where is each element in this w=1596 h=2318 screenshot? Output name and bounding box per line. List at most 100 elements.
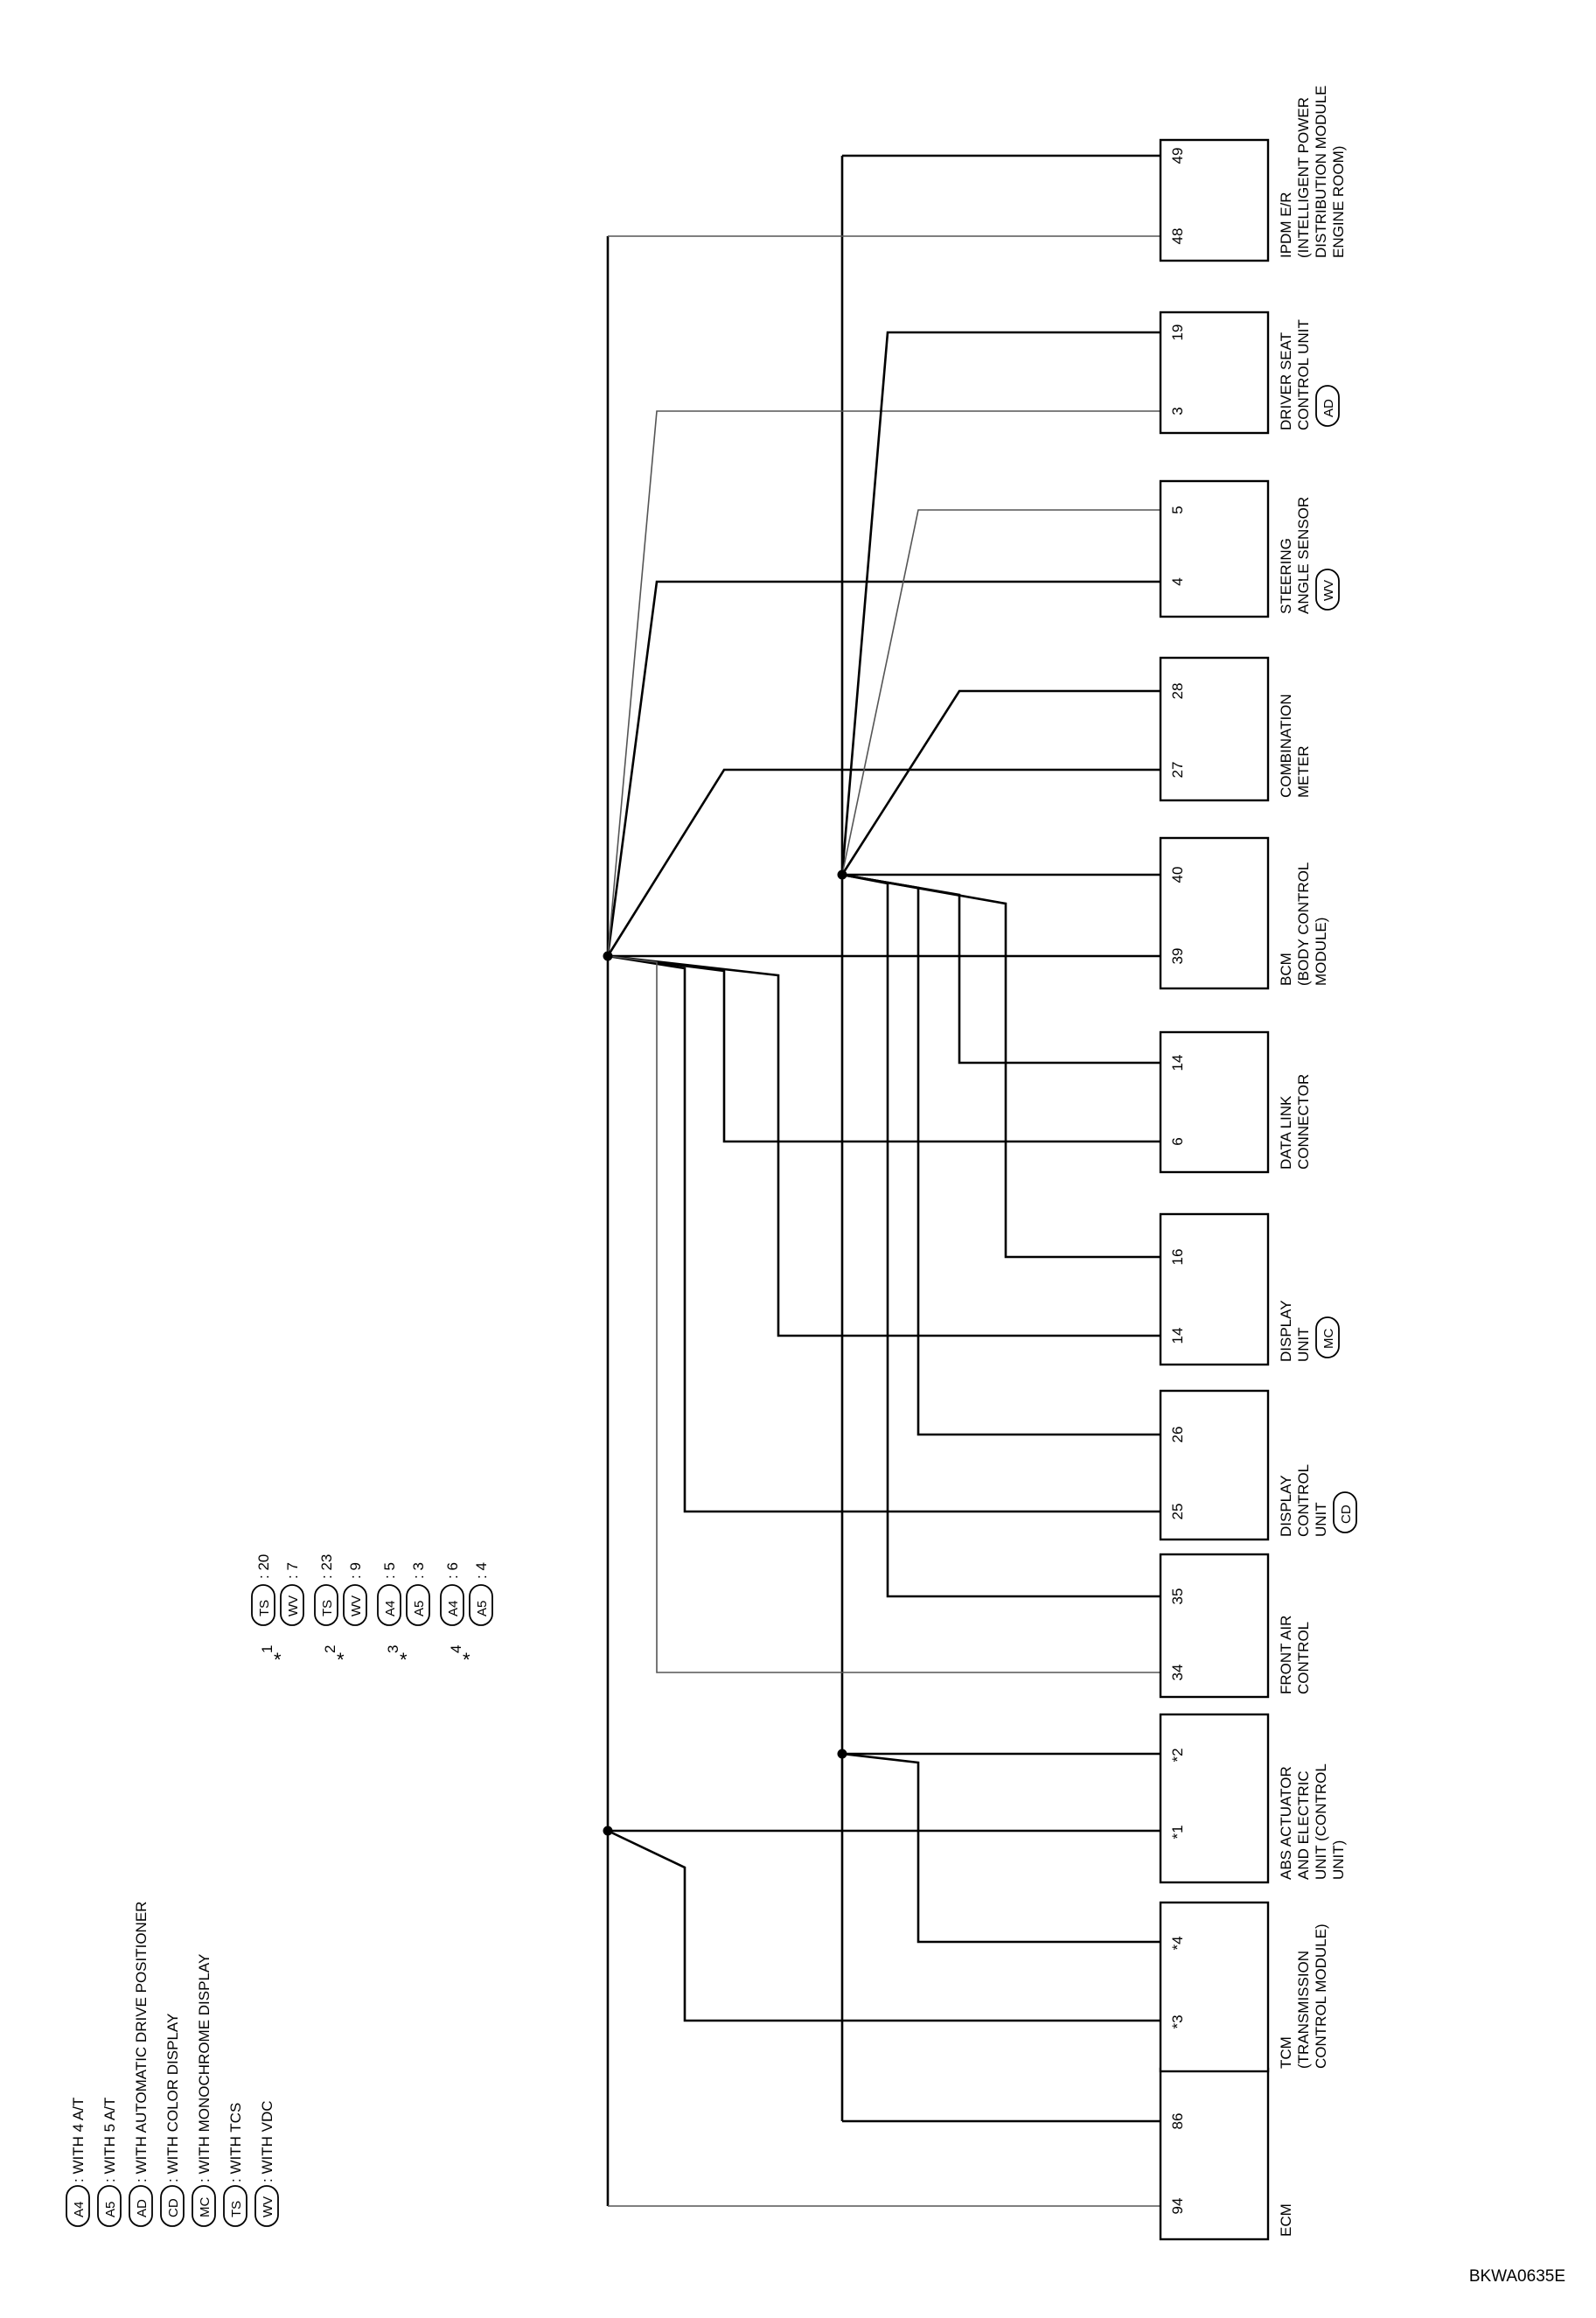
pill-code: MC xyxy=(1321,1329,1336,1349)
pill-code: A5 xyxy=(103,2202,118,2217)
legend-row-ad: : WITH AUTOMATIC DRIVE POSITIONER xyxy=(133,1902,150,2182)
note-value: : 3 xyxy=(410,1562,427,1579)
module-box xyxy=(1159,656,1270,802)
pill-code: A5 xyxy=(412,1601,427,1616)
pill-outline xyxy=(406,1584,430,1626)
note-3: *3: 5: 3 xyxy=(381,1562,427,1671)
module-box xyxy=(1159,1389,1270,1541)
pill-code: WV xyxy=(1321,580,1336,601)
module-label-line: UNIT (CONTROL xyxy=(1313,1763,1329,1880)
pill-code: WV xyxy=(261,2196,275,2217)
pin-label: 25 xyxy=(1169,1504,1186,1520)
legend-text: : WITH COLOR DISPLAY xyxy=(164,2014,181,2182)
module-label-line: ENGINE ROOM) xyxy=(1330,146,1347,258)
pin-label: 5 xyxy=(1169,506,1186,513)
wire-combination-meter-27 xyxy=(606,768,1160,957)
pill-code: CD xyxy=(1339,1505,1354,1524)
wire-display-unit-14 xyxy=(607,954,1160,1337)
pin-label: 26 xyxy=(1169,1427,1186,1443)
pin-label: 28 xyxy=(1169,683,1186,700)
note-number: 4 xyxy=(448,1645,464,1653)
legend-wv-icon: WV xyxy=(254,2185,279,2227)
wire-tcm-3 xyxy=(607,1829,1160,2022)
module-box xyxy=(1159,311,1270,435)
pin-label: 3 xyxy=(1169,407,1186,415)
note-number: 1 xyxy=(259,1645,275,1653)
module-label-line: DATA LINK xyxy=(1278,1095,1294,1169)
legend-a4-icon: A4 xyxy=(66,2185,90,2227)
note-a5-icon: A5 xyxy=(406,1584,430,1626)
module-box xyxy=(1159,1553,1270,1699)
pill-code: A4 xyxy=(446,1601,461,1616)
note-value: : 6 xyxy=(444,1562,461,1579)
note-value: : 9 xyxy=(347,1562,364,1579)
legend-row-a4: : WITH 4 A/T xyxy=(70,2098,87,2182)
module-label-line: UNIT xyxy=(1313,1502,1329,1537)
pin-label: 14 xyxy=(1169,1328,1186,1344)
module-label-line: (TRANSMISSION xyxy=(1295,1951,1312,2069)
badge-ad-icon: AD xyxy=(1315,385,1340,427)
badge-mc-icon: MC xyxy=(1315,1316,1340,1358)
junction-high-abs xyxy=(837,1749,847,1759)
pill-outline xyxy=(254,2185,279,2227)
module-label-line: DRIVER SEAT xyxy=(1278,332,1294,430)
pin-label: 39 xyxy=(1169,948,1186,965)
pin-label: *2 xyxy=(1169,1748,1186,1762)
junction-low-abs xyxy=(603,1826,613,1836)
pill-code: CD xyxy=(166,2198,181,2217)
pill-code: A4 xyxy=(72,2202,87,2217)
wire-driver-seat-19 xyxy=(840,331,1160,876)
pin-label: 6 xyxy=(1169,1137,1186,1145)
pill-outline xyxy=(160,2185,185,2227)
junction-high-hub xyxy=(837,869,847,880)
pill-outline xyxy=(343,1584,367,1626)
pin-label: 19 xyxy=(1169,325,1186,341)
wire-display-control-25 xyxy=(607,954,1160,1513)
pill-outline xyxy=(1315,569,1340,611)
legend-cd-icon: CD xyxy=(160,2185,185,2227)
module-label-line: CONTROL xyxy=(1295,1464,1312,1537)
module-label-line: DISPLAY xyxy=(1278,1300,1294,1362)
pin-label: 35 xyxy=(1169,1588,1186,1605)
pin-label: *3 xyxy=(1169,2014,1186,2028)
pin-label: 94 xyxy=(1169,2198,1186,2215)
module-label-line: UNIT xyxy=(1295,1327,1312,1362)
module-label-line: (BODY CONTROL xyxy=(1295,862,1312,986)
pill-code: MC xyxy=(198,2197,213,2217)
wire-combination-meter-28 xyxy=(840,689,1160,876)
pin-label: *1 xyxy=(1169,1825,1186,1839)
note-number: 2 xyxy=(322,1645,338,1653)
legend-mc-icon: MC xyxy=(192,2185,216,2227)
note-a5-icon: A5 xyxy=(469,1584,493,1626)
note-value: : 20 xyxy=(255,1554,272,1579)
note-a4-icon: A4 xyxy=(440,1584,464,1626)
wire-driver-seat-3 xyxy=(607,410,1160,957)
legend-row-wv: : WITH VDC xyxy=(259,2101,275,2183)
module-label-line: BCM xyxy=(1278,953,1294,986)
pin-label: 27 xyxy=(1169,762,1186,778)
module-label-line: AND ELECTRIC xyxy=(1295,1770,1312,1880)
pill-outline xyxy=(1333,1491,1357,1533)
pill-outline xyxy=(314,1584,338,1626)
wire-display-control-26 xyxy=(841,873,1160,1436)
wire-front-air-34 xyxy=(607,955,1160,1673)
pill-code: TS xyxy=(257,1600,272,1616)
module-label-line: FRONT AIR xyxy=(1278,1616,1294,1694)
module-label-line: ANGLE SENSOR xyxy=(1295,497,1312,614)
module-box xyxy=(1159,1713,1270,1884)
module-box xyxy=(1159,138,1270,262)
note-star: * xyxy=(463,1649,470,1671)
pill-code: A5 xyxy=(475,1601,490,1616)
legend-text: : WITH MONOCHROME DISPLAY xyxy=(196,1954,213,2182)
pill-outline xyxy=(129,2185,153,2227)
module-label-line: DISPLAY xyxy=(1278,1475,1294,1537)
badge-cd-icon: CD xyxy=(1333,1491,1357,1533)
module-label-line: DISTRIBUTION MODULE xyxy=(1313,86,1329,258)
module-label-line: ECM xyxy=(1278,2203,1294,2237)
pill-outline xyxy=(469,1584,493,1626)
legend-a5-icon: A5 xyxy=(97,2185,122,2227)
